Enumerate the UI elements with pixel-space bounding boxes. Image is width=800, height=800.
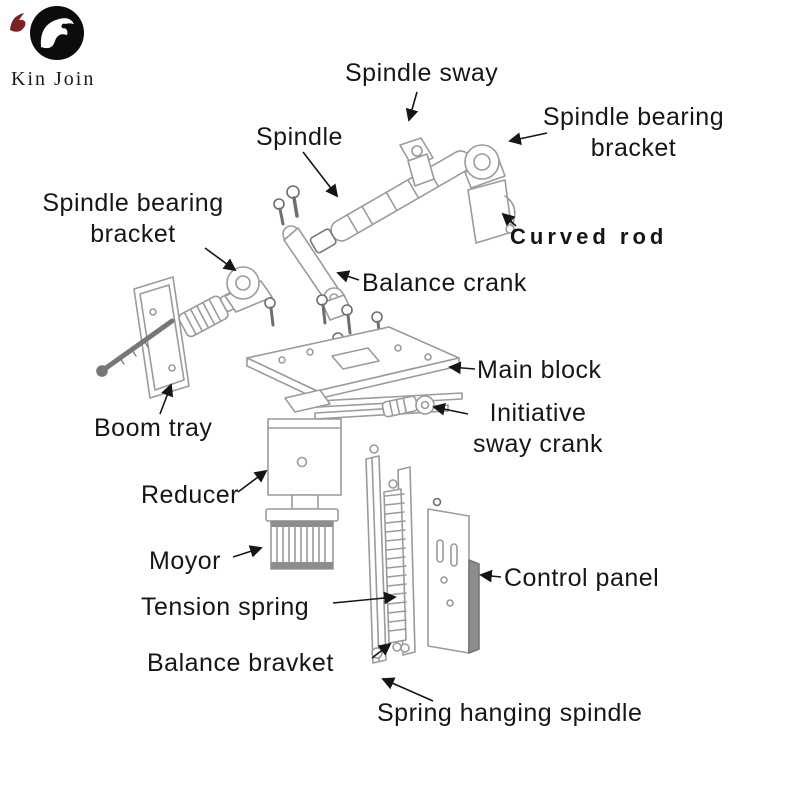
leader-arrows — [159, 91, 548, 702]
leader-main-block — [448, 361, 476, 375]
long-bolt-part — [96, 318, 175, 377]
label-boom-tray: Boom tray — [94, 414, 213, 442]
brand-name: Kin Join — [11, 68, 95, 90]
spindle-part — [309, 150, 472, 254]
label-balance-bravket: Balance bravket — [147, 649, 334, 677]
label-spindle: Spindle — [256, 123, 343, 151]
leader-initiative-sway-crank — [432, 402, 469, 416]
leader-spindle-bearing-bracket-left — [204, 247, 237, 272]
leader-balance-crank — [336, 270, 360, 283]
label-spindle-bearing-bracket-right: Spindle bearing bracket — [542, 103, 725, 162]
label-tension-spring: Tension spring — [141, 593, 310, 621]
label-moyor: Moyor — [149, 547, 221, 575]
leader-moyor — [232, 545, 263, 558]
reducer-part — [267, 418, 342, 496]
leader-spindle — [302, 151, 339, 198]
initiative-sway-crank-part — [381, 395, 435, 418]
bird-icon — [40, 18, 74, 49]
label-reducer: Reducer — [141, 481, 239, 509]
leader-curved-rod — [501, 212, 517, 227]
reducer-mount — [284, 389, 331, 413]
motor-part — [265, 494, 339, 570]
spindle-sway-part — [399, 137, 435, 187]
leader-control-panel — [479, 569, 502, 583]
leader-spindle-bearing-bracket-right — [508, 132, 548, 145]
label-balance-crank: Balance crank — [362, 269, 527, 297]
bird-eye — [61, 23, 67, 29]
small-bird-icon — [10, 13, 26, 32]
tension-spring-part — [383, 479, 407, 652]
crank-bolts — [273, 185, 300, 226]
label-spring-hanging-spindle: Spring hanging spindle — [377, 699, 643, 727]
machine-parts — [96, 137, 516, 664]
bearing-bracket-right-part — [464, 144, 516, 244]
leader-spindle-sway — [405, 91, 419, 122]
leader-reducer — [237, 469, 268, 493]
label-spindle-bearing-bracket-left: Spindle bearing bracket — [42, 189, 224, 248]
control-panel-part — [427, 497, 480, 654]
kinjoin-logo: Kin Join — [10, 6, 95, 90]
label-curved-rod: Curved rod — [510, 224, 668, 249]
main-block-part — [246, 326, 460, 400]
label-control-panel: Control panel — [504, 564, 660, 592]
leader-balance-bravket — [371, 642, 392, 659]
label-main-block: Main block — [477, 356, 602, 384]
leader-spring-hanging-spindle — [381, 677, 434, 702]
label-spindle-sway: Spindle sway — [345, 59, 499, 87]
balance-crank-part — [282, 225, 353, 321]
boom-tray-part — [133, 276, 190, 399]
label-initiative-sway-crank: Initiative sway crank — [472, 399, 604, 458]
leader-tension-spring — [332, 591, 397, 605]
leader-boom-tray — [159, 383, 174, 415]
bearing-bracket-left-part — [224, 266, 273, 313]
